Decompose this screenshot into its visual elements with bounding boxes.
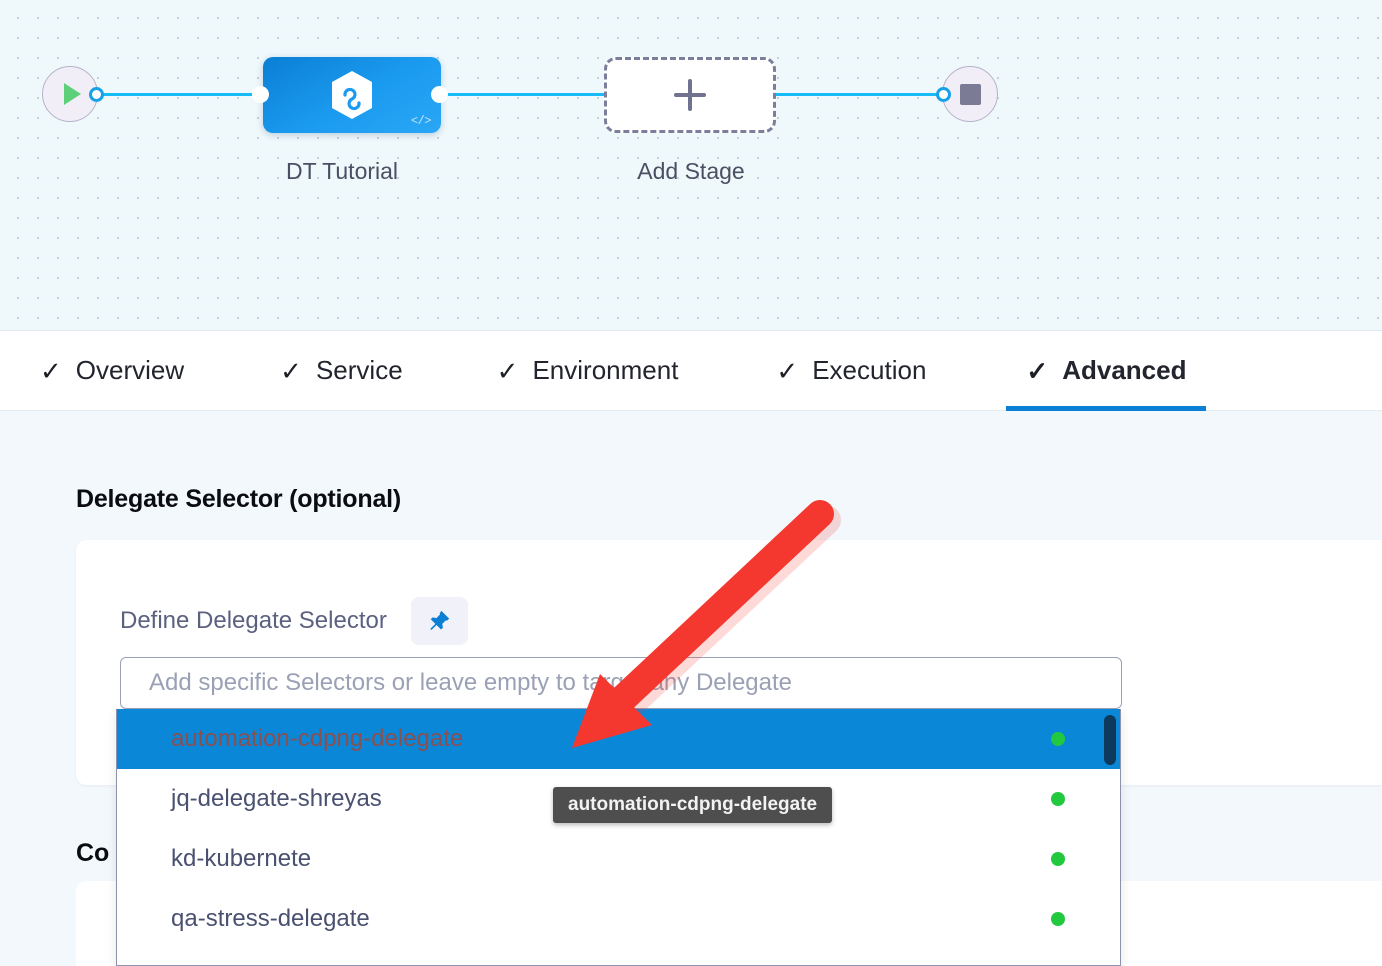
dropdown-scrollbar[interactable] [1104,709,1116,965]
status-dot-connected [1051,852,1065,866]
end-node-port[interactable] [936,87,951,102]
status-dot-connected [1051,732,1065,746]
add-stage-button[interactable] [604,57,776,133]
define-delegate-selector-row: Define Delegate Selector [120,597,468,645]
list-item-label: qa-stress-delegate [171,905,370,932]
plus-icon-vertical [688,79,692,111]
connector-start-to-stage [95,93,267,96]
scrollbar-thumb[interactable] [1104,715,1116,765]
pushpin-icon [430,610,450,630]
tab-execution[interactable]: ✓ Execution [772,331,930,411]
tab-service[interactable]: ✓ Service [276,331,407,411]
deployment-hexagon-icon [332,71,372,119]
stage-output-port[interactable] [432,87,447,102]
tab-environment[interactable]: ✓ Environment [493,331,683,411]
tab-advanced[interactable]: ✓ Advanced [1006,331,1207,411]
pipeline-end-node[interactable] [942,66,998,122]
check-icon: ✓ [776,355,799,386]
define-delegate-selector-label: Define Delegate Selector [120,607,387,634]
stage-node-dt-tutorial[interactable]: </> [263,57,441,133]
check-icon: ✓ [1026,355,1049,386]
check-icon: ✓ [40,355,62,386]
stop-icon [959,83,981,105]
tab-service-label: Service [315,355,403,385]
dropdown-option-qa-stress-delegate[interactable]: qa-stress-delegate [117,889,1120,949]
list-item-label: automation-cdpng-delegate [171,725,464,752]
stage-input-port[interactable] [253,87,268,102]
list-item-label: jq-delegate-shreyas [171,785,382,812]
delegate-selector-placeholder: Add specific Selectors or leave empty to… [149,669,793,696]
stage-config-tabs: ✓ Overview ✓ Service ✓ Environment ✓ Exe… [0,331,1382,411]
dropdown-option-automation-cdpng-delegate[interactable]: automation-cdpng-delegate [117,709,1120,769]
list-item-label: kd-kubernete [171,845,312,872]
tab-overview-label: Overview [75,355,185,385]
delegate-selector-dropdown[interactable]: automation-cdpng-delegate jq-delegate-sh… [116,709,1121,966]
delegate-selector-input[interactable]: Add specific Selectors or leave empty to… [120,657,1122,709]
tab-environment-label: Environment [532,355,679,385]
dropdown-option-kd-kubernete[interactable]: kd-kubernete [117,829,1120,889]
tab-advanced-label: Advanced [1062,355,1187,385]
conditional-execution-title: Co [76,839,110,867]
stage-label: DT Tutorial [285,158,399,184]
start-node-port[interactable] [89,87,104,102]
add-stage-label: Add Stage [637,158,745,184]
dropdown-option-jq-delegate-shreyas[interactable]: jq-delegate-shreyas [117,769,1120,829]
status-dot-connected [1051,912,1065,926]
page-title: Delegate Selector (optional) [76,485,402,513]
check-icon: ✓ [496,355,519,386]
pushpin-button[interactable] [410,597,468,645]
pipeline-start-node[interactable] [42,66,98,122]
tab-execution-label: Execution [812,355,927,385]
delegate-tooltip: automation-cdpng-delegate [553,787,833,823]
stage-code-icon[interactable]: </> [410,114,432,128]
status-dot-connected [1051,792,1065,806]
pipeline-canvas[interactable]: </> DT Tutorial Add Stage [0,0,1382,331]
tab-overview[interactable]: ✓ Overview [36,331,188,411]
play-icon [64,83,81,105]
check-icon: ✓ [280,355,302,386]
